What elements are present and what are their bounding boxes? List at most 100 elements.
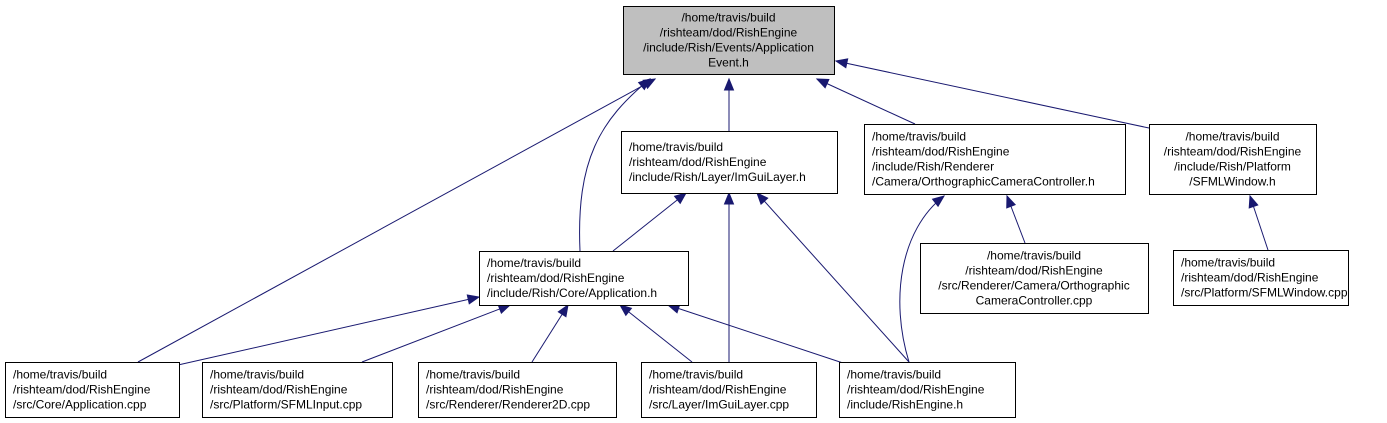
edge-imguilayer_h-to-root [723,77,735,131]
node-label-line: /rishteam/dod/RishEngine [872,145,1010,159]
node-application-cpp[interactable]: /home/travis/build/rishteam/dod/RishEngi… [5,362,180,418]
edge-orthocamctrl_cpp-to-orthocamctrl_h [1006,194,1026,244]
node-label-line: /home/travis/build [13,368,107,382]
node-label-line: /src/Platform/SFMLInput.cpp [210,398,362,412]
node-label-line: /rishteam/dod/RishEngine [1164,145,1302,159]
edge-line [667,304,850,366]
edge-arrowhead [642,78,657,90]
node-box[interactable] [1149,124,1317,195]
edge-line [816,78,916,125]
node-box[interactable] [920,243,1149,314]
node-rishengine-h[interactable]: /home/travis/build/rishteam/dod/RishEngi… [839,362,1016,418]
node-label-line: /include/RishEngine.h [847,398,963,412]
node-label-line: /rishteam/dod/RishEngine [629,155,767,169]
edge-line [137,78,656,363]
node-label-line: /SFMLWindow.h [1189,175,1275,189]
node-label-line: /home/travis/build [987,249,1081,263]
edge-line [612,192,687,252]
node-label-line: /rishteam/dod/RishEngine [426,383,564,397]
node-label-line: /home/travis/build [210,368,304,382]
node-box[interactable] [5,362,180,418]
node-label-line: /include/Rish/Platform [1174,160,1291,174]
node-label-line: /rishteam/dod/RishEngine [1181,271,1319,285]
node-label-line: /rishteam/dod/RishEngine [210,383,348,397]
node-root[interactable]: /home/travis/build/rishteam/dod/RishEngi… [623,6,835,75]
node-box[interactable] [418,362,617,418]
node-label-line: /src/Layer/ImGuiLayer.cpp [649,398,789,412]
node-box[interactable] [864,124,1126,195]
node-orthocamctrl-h[interactable]: /home/travis/build/rishteam/dod/RishEngi… [864,124,1126,195]
edge-arrowhead [673,192,688,205]
node-label-line: /src/Platform/SFMLWindow.cpp [1181,286,1348,300]
node-sfmlinput-cpp[interactable]: /home/travis/build/rishteam/dod/RishEngi… [202,362,393,418]
node-sfmlwindow-h[interactable]: /home/travis/build/rishteam/dod/RishEngi… [1149,124,1317,195]
edge-sfmlinput_cpp-to-application_h [361,304,512,363]
edge-arrowhead [557,303,569,318]
edge-line [835,60,1150,129]
node-box[interactable] [839,362,1016,418]
edge-arrowhead [618,304,633,317]
edge-rishengine_h-to-application_h [666,303,850,366]
node-orthocamctrl-cpp[interactable]: /home/travis/build/rishteam/dod/RishEngi… [920,243,1149,314]
node-label-line: /src/Renderer/Renderer2D.cpp [426,398,590,412]
node-label-line: /Camera/OrthographicCameraController.h [872,175,1095,189]
edge-imguilayer_cpp-to-application_h [618,304,693,363]
node-label-line: /rishteam/dod/RishEngine [487,271,625,285]
edge-line [579,78,651,252]
node-label-line: /home/travis/build [1181,256,1275,270]
edge-arrowhead [466,294,481,305]
node-label-line: /rishteam/dod/RishEngine [660,26,798,40]
edge-line [361,304,511,363]
node-label-line: /home/travis/build [629,140,723,154]
node-label-line: /home/travis/build [847,368,941,382]
node-label-line: /include/Rish/Layer/ImGuiLayer.h [629,170,806,184]
edge-arrowhead [815,78,830,89]
edge-arrowhead [497,304,512,315]
edge-orthocamctrl_h-to-root [815,78,916,125]
node-box[interactable] [621,131,838,194]
node-label-line: /src/Core/Application.cpp [13,398,147,412]
node-imguilayer-cpp[interactable]: /home/travis/build/rishteam/dod/RishEngi… [641,362,817,418]
node-box[interactable] [202,362,393,418]
edge-arrowhead [723,77,735,91]
node-box[interactable] [479,251,689,306]
node-label-line: /home/travis/build [487,256,581,270]
edge-application_h-to-imguilayer_h [612,192,688,252]
edge-line [619,304,693,363]
node-box[interactable] [1173,250,1349,306]
edge-renderer2d_cpp-to-application_h [531,303,569,363]
edge-rishengine_h-to-imguilayer_h [756,192,910,363]
node-label-line: /home/travis/build [1185,130,1279,144]
edge-arrowhead [931,195,946,208]
node-label-line: Event.h [708,56,749,70]
node-box[interactable] [641,362,817,418]
edge-sfmlwindow_h-to-root [834,58,1150,129]
node-label-line: /rishteam/dod/RishEngine [649,383,787,397]
edge-rishengine_h-to-orthocamctrl_h [899,195,946,363]
edge-line [756,192,910,363]
edge-application_cpp-to-application_h [177,294,481,366]
nodes-layer: /home/travis/build/rishteam/dod/RishEngi… [5,6,1349,418]
node-label-line: /include/Rish/Events/Application [643,41,814,55]
node-label-line: /rishteam/dod/RishEngine [847,383,985,397]
edge-line [899,195,945,363]
node-label-line: /include/Rish/Core/Application.h [487,286,657,300]
node-renderer2d-cpp[interactable]: /home/travis/build/rishteam/dod/RishEngi… [418,362,617,418]
edges-layer [137,58,1269,366]
edge-arrowhead [723,191,735,205]
edge-arrowhead [1248,194,1259,209]
node-label-line: /home/travis/build [649,368,743,382]
node-label-line: /home/travis/build [872,130,966,144]
node-label-line: /src/Renderer/Camera/Orthographic [938,279,1129,293]
node-label-line: /include/Rish/Renderer [872,160,994,174]
node-box[interactable] [623,6,835,75]
node-application-h[interactable]: /home/travis/build/rishteam/dod/RishEngi… [479,251,689,306]
node-label-line: CameraController.cpp [976,294,1093,308]
edge-arrowhead [834,58,849,69]
node-label-line: /home/travis/build [426,368,520,382]
edge-arrowhead [756,192,769,206]
edge-application_cpp-to-root [137,78,657,363]
node-imguilayer-h[interactable]: /home/travis/build/rishteam/dod/RishEngi… [621,131,838,194]
node-sfmlwindow-cpp[interactable]: /home/travis/build/rishteam/dod/RishEngi… [1173,250,1349,306]
